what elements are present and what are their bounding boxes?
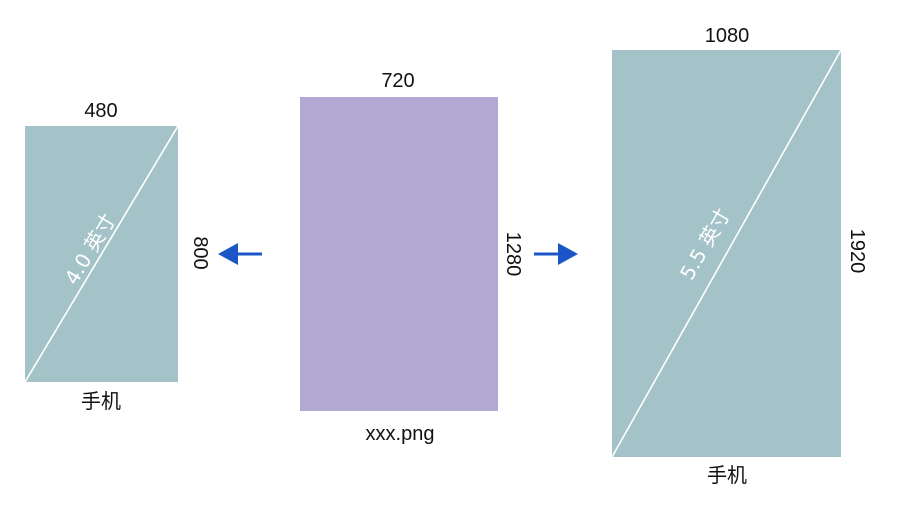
left-phone-width-label: 480 [84,100,118,122]
right-phone-caption: 手机 [707,463,747,487]
source-image [300,97,498,411]
left-phone-diagonal [24,125,179,383]
source-image-width-label: 720 [381,70,415,92]
arrow-left-icon [218,243,262,265]
arrow-right-icon [534,243,578,265]
right-phone-diagonal [611,49,842,458]
source-image-caption: xxx.png [365,423,435,445]
left-phone-caption: 手机 [81,389,121,413]
right-phone-width-label: 1080 [704,25,750,47]
